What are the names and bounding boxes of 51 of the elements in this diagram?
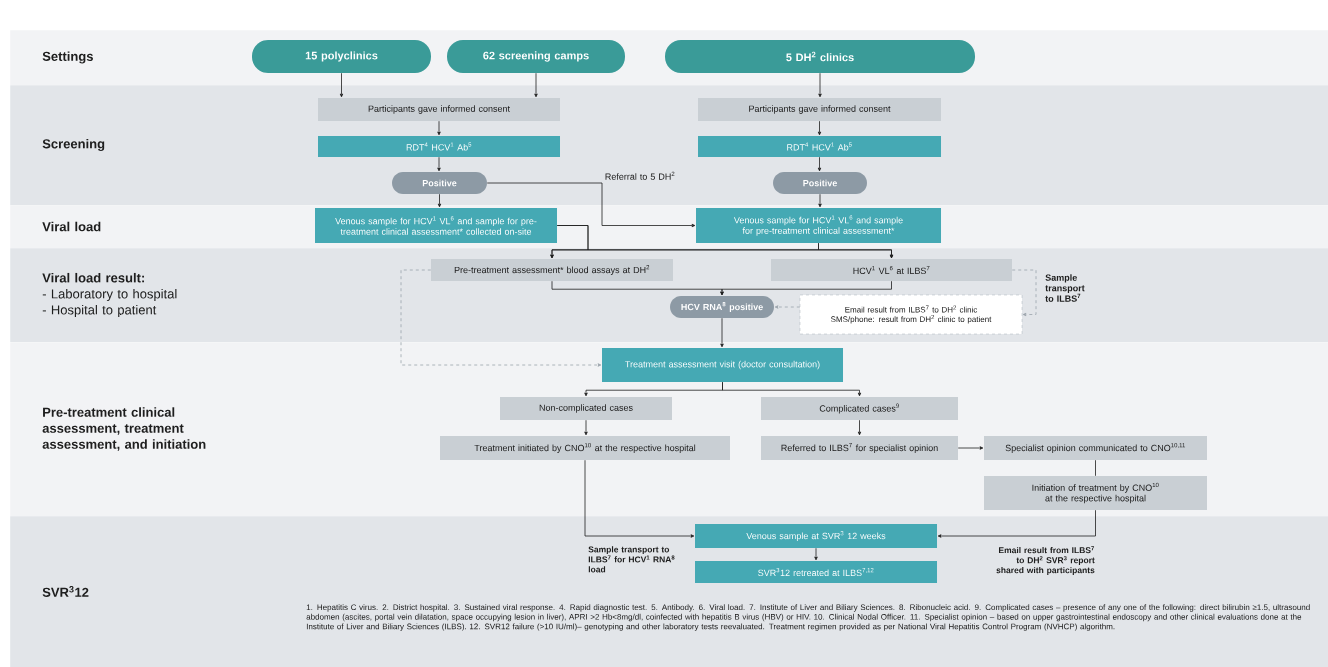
arrow: [818, 72, 822, 98]
arrow: [818, 193, 822, 208]
process-box: Venous sample for HCV$^{1}$ VL$^{6}$ and sample for pre-treatment clinical assessment*: [696, 208, 941, 243]
arrow: [1011, 269, 1037, 317]
process-box: Complicated cases$^{9}$: [761, 397, 958, 420]
arrow: [957, 446, 984, 450]
arrow: [534, 72, 538, 98]
arrow: [818, 242, 894, 259]
process-box: Pre-treatment assessment* blood assays at DH$^{2}$: [431, 259, 673, 281]
process-box: Treatment assessment visit (doctor consultation): [602, 348, 843, 382]
arrow: [720, 317, 724, 348]
arrow: [584, 419, 588, 436]
arrow: [814, 547, 818, 561]
arrow: [437, 193, 442, 208]
process-box: SVR$^{3}$12 retreated at ILBS$^{7,12}$: [695, 561, 937, 583]
arrow: [817, 156, 822, 172]
process-box: Specialist opinion communicated to CNO$^{10,11}$: [984, 436, 1207, 460]
process-box: Non-complicated cases: [500, 397, 672, 420]
setting-pill: 15 polyclinics: [252, 40, 431, 73]
process-box: HCV$^{1}$ VL$^{6}$ at ILBS$^{7}$: [771, 259, 1012, 281]
arrow: [584, 459, 695, 538]
process-box: Participants gave informed consent: [698, 98, 941, 121]
process-box: RDT$^{4}$ HCV$^{1}$ Ab$^{5}$: [698, 136, 941, 157]
arrow: [486, 182, 696, 228]
arrow: [720, 280, 892, 296]
edge-label: Sample transport to ILBS$^{7}$ for HCV$^{1}$ RNA$^{8}$ load: [588, 546, 675, 573]
arrow: [339, 72, 344, 98]
arrow: [722, 381, 862, 397]
result-pill: Positive: [392, 172, 487, 194]
process-box: Initiation of treatment by CNO$^{10}$ at the respective hospital: [984, 476, 1207, 510]
arrow: [937, 509, 1096, 538]
process-box: RDT$^{4}$ HCV$^{1}$ Ab$^{5}$: [318, 136, 560, 157]
arrow: [437, 120, 441, 136]
process-box: Participants gave informed consent: [318, 98, 560, 121]
edge-label: Sample transport to ILBS$^{7}$: [1045, 274, 1085, 302]
arrow: [817, 120, 822, 136]
setting-pill: 62 screening camps: [447, 40, 625, 73]
arrow: [437, 156, 441, 172]
edge-label: Referral to 5 DH$^{2}$: [605, 171, 675, 180]
arrow: [400, 269, 602, 367]
process-box: Venous sample for HCV$^{1}$ VL$^{6}$ and sample for pre-treatment clinical assessment* collected on-site: [315, 208, 557, 243]
result-pill: HCV RNA$^{8}$ positive: [670, 296, 774, 318]
arrow: [857, 419, 862, 436]
footnote: 1. Hepatitis C virus. 2. District hospital. 3. Sustained viral response. 4. Rapid diagnostic test. 5. Antibody. 6. Viral load. 7. Institute of Liver and Biliary Sciences. 8. Ribonucleic acid. 9. Complicated cases – presence of any one of the following: direct bilirubin ≥1.5, ultrasound abdomen (ascites, portal vein dilatation, space occupying lesion in liver), APRI >2 Hb<8mg/dl, coinfected with hepatitis B virus (HBV) or HIV. 10. Clinical Nodal Officer. 11. Specialist opinion – based on upper gastrointestinal endoscopy and other clinical evaluations done at the Institute of Liver and Biliary Sciences (ILBS). 12. SVR12 failure (>10 IU/ml)– genotyping and other laboratory tests reevaluated. Treatment regimen provided as per National Viral Hepatitis Control Program (NVHCP) algorithm.: [306, 604, 1310, 631]
process-box: Treatment initiated by CNO$^{10}$ at the respective hospital: [440, 436, 730, 460]
edge-label: Email result from ILBS$^{7}$ to DH$^{2}$ SVR$^{3}$ report shared with participants: [996, 546, 1095, 575]
note-box: Email result from ILBS$^{7}$ to DH$^{2}$ clinic SMS/phone: result from DH$^{2}$ clinic to patient: [799, 294, 1023, 335]
process-box: Venous sample at SVR$^{3}$ 12 weeks: [695, 524, 937, 548]
result-pill: Positive: [773, 172, 867, 194]
process-box: Referred to ILBS$^{7}$ for specialist opinion: [761, 436, 958, 460]
setting-pill: 5 DH$^{2}$ clinics: [665, 40, 975, 73]
